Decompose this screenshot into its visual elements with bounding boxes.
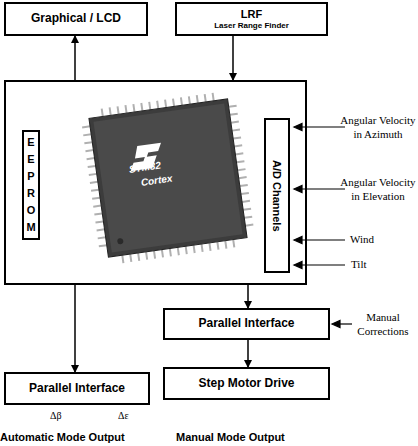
box-title: EEPROM: [27, 134, 36, 236]
memory-box: EEPROM: [22, 130, 40, 240]
input-label: Angular Velocity in Elevation: [340, 175, 416, 204]
input-label: Manual Corrections: [352, 310, 414, 339]
signal-arrow: [74, 36, 76, 80]
driver-box: Step Motor Drive: [163, 367, 330, 400]
signal-arrow: [74, 285, 76, 372]
input-arrows: [294, 124, 352, 328]
box-title: LRF: [241, 8, 262, 21]
signal-arrow: [232, 36, 234, 80]
chip-pins: [80, 90, 256, 266]
signal-arrow: [247, 340, 249, 367]
signal-name: Δε: [118, 409, 148, 422]
signal-arrow: [247, 285, 249, 308]
box-subtitle: Laser Range Finder: [214, 21, 289, 30]
box-title: Graphical / LCD: [31, 12, 121, 26]
stm32-chip: [80, 90, 256, 266]
input-label: Tilt: [351, 257, 411, 271]
box-title: Parallel Interface: [29, 382, 125, 396]
output-caption: Automatic Mode Output: [0, 430, 160, 444]
adc-box: A/D Channels: [264, 118, 290, 273]
signal-name: Δβ: [50, 409, 80, 422]
box-title: Step Motor Drive: [198, 377, 294, 391]
display-box: Graphical / LCD: [4, 2, 148, 36]
sensor-box: LRFLaser Range Finder: [175, 2, 328, 36]
output-caption: Manual Mode Output: [176, 430, 336, 444]
interface-box: Parallel Interface: [163, 308, 330, 340]
box-title: Parallel Interface: [198, 317, 294, 331]
box-title: A/D Channels: [271, 160, 284, 232]
interface-box: Parallel Interface: [4, 372, 150, 405]
input-label: Wind: [350, 232, 410, 246]
input-label: Angular Velocity in Azimuth: [340, 113, 416, 142]
